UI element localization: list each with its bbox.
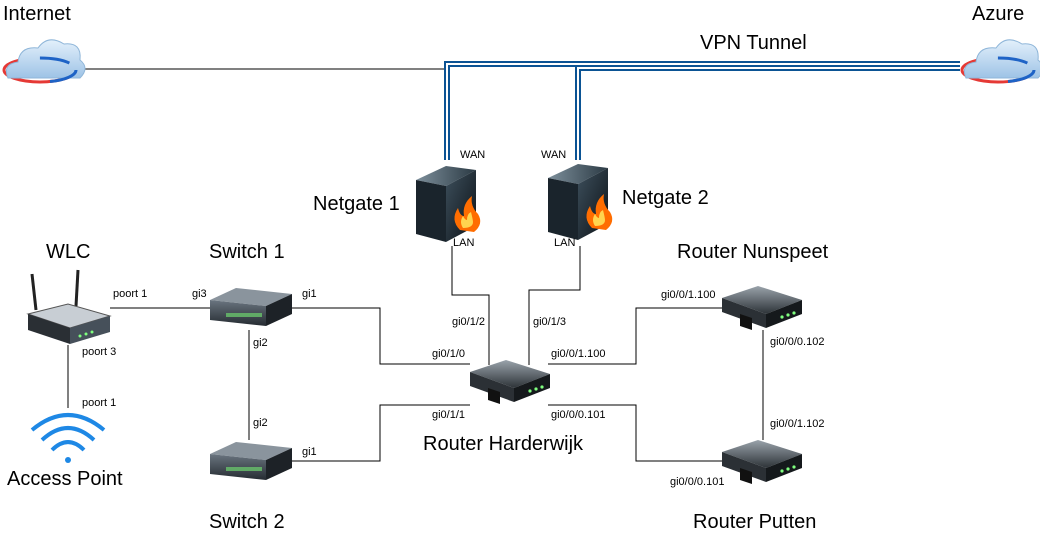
label-netgate2: Netgate 2: [622, 187, 709, 209]
router-icon: [722, 286, 802, 330]
port-wlc-poort3: poort 3: [82, 346, 116, 358]
port-sw1-gi2: gi2: [253, 337, 268, 349]
port-ng2-wan: WAN: [541, 149, 566, 161]
port-ng2-lan: LAN: [554, 237, 575, 249]
port-rh-gi001100: gi0/0/1.100: [551, 348, 605, 360]
port-rn-gi000102: gi0/0/0.102: [770, 336, 824, 348]
label-switch1: Switch 1: [209, 241, 285, 263]
label-internet: Internet: [3, 3, 71, 25]
port-labels: WAN LAN WAN LAN poort 1 poort 3 poort 1 …: [82, 149, 824, 488]
port-sw2-gi1: gi1: [302, 446, 317, 458]
label-router-putten: Router Putten: [693, 511, 816, 533]
port-rh-gi010: gi0/1/0: [432, 348, 465, 360]
switch-icon: [210, 442, 292, 480]
label-router-harderwijk: Router Harderwijk: [423, 433, 584, 455]
label-netgate1: Netgate 1: [313, 193, 400, 215]
link-switch2-router: [290, 404, 470, 462]
cloud-icon: [2, 39, 86, 84]
router-icon: [470, 360, 550, 404]
port-rh-gi000101: gi0/0/0.101: [551, 409, 605, 421]
link-netgate2-router: [528, 246, 581, 365]
router-icon: [722, 440, 802, 484]
port-sw2-gi2: gi2: [253, 417, 268, 429]
cloud-icon: [960, 39, 1040, 84]
port-ng1-lan: LAN: [453, 237, 474, 249]
port-sw1-gi1: gi1: [302, 288, 317, 300]
wifi-icon: [30, 413, 106, 463]
label-azure: Azure: [972, 3, 1024, 25]
wireless-controller-icon: [26, 269, 112, 344]
port-rh-gi011: gi0/1/1: [432, 409, 465, 421]
connections: [67, 68, 764, 462]
link-router-nunspeet: [548, 307, 722, 365]
tunnel-netgate2-azure: [575, 65, 960, 160]
node-labels: Internet Azure VPN Tunnel Netgate 1 Netg…: [3, 3, 1024, 533]
tunnel-netgate1: [444, 61, 580, 160]
tunnel-lines: [444, 61, 960, 160]
port-ng1-wan: WAN: [460, 149, 485, 161]
label-vpn-tunnel: VPN Tunnel: [700, 32, 807, 54]
firewall-icon: [548, 164, 613, 240]
link-switch1-router: [290, 307, 470, 365]
port-rn-gi001100: gi0/0/1.100: [661, 289, 715, 301]
port-ap-poort1: poort 1: [82, 397, 116, 409]
label-switch2: Switch 2: [209, 511, 285, 533]
label-access-point: Access Point: [7, 468, 123, 490]
link-netgate1-router: [451, 246, 490, 365]
switch-icon: [210, 288, 292, 326]
label-router-nunspeet: Router Nunspeet: [677, 241, 829, 263]
port-rp-gi001102: gi0/0/1.102: [770, 418, 824, 430]
firewall-icon: [416, 166, 481, 242]
label-wlc: WLC: [46, 241, 90, 263]
port-rp-gi000101: gi0/0/0.101: [670, 476, 724, 488]
port-rh-gi012: gi0/1/2: [452, 316, 485, 328]
link-router-putten: [548, 404, 722, 462]
port-sw1-gi3: gi3: [192, 288, 207, 300]
port-wlc-poort1: poort 1: [113, 288, 147, 300]
port-rh-gi013: gi0/1/3: [533, 316, 566, 328]
